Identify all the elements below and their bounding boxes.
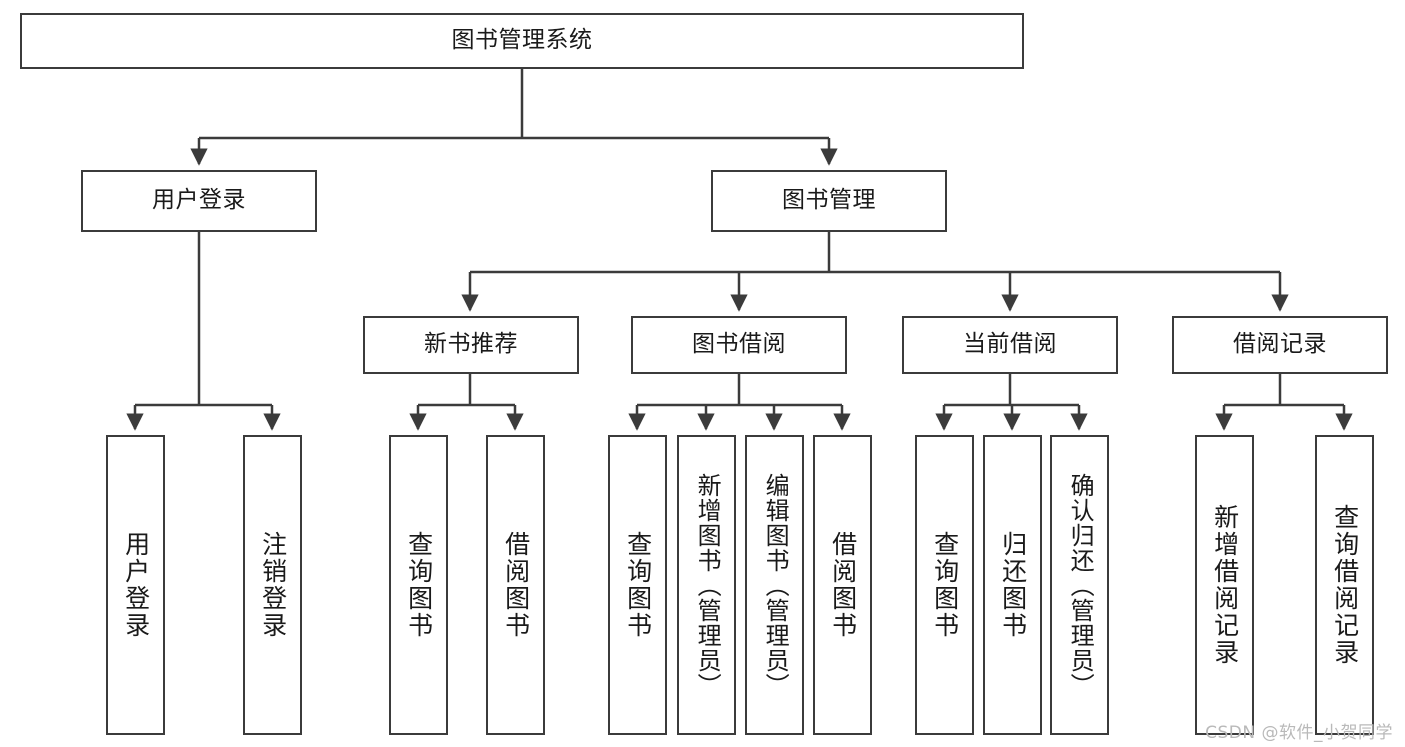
node-book-mgmt[interactable]: 图书管理	[711, 170, 947, 232]
node-root[interactable]: 图书管理系统	[20, 13, 1024, 69]
node-leaf-query-record[interactable]: 查询借阅记录	[1315, 435, 1374, 735]
node-borrow-record[interactable]: 借阅记录	[1172, 316, 1388, 374]
node-leaf-logout-label: 注销登录	[258, 531, 288, 639]
node-leaf-user-login-label: 用户登录	[121, 531, 151, 639]
node-book-borrow-label: 图书借阅	[692, 331, 786, 358]
node-leaf-user-login[interactable]: 用户登录	[106, 435, 165, 735]
node-current-borrow[interactable]: 当前借阅	[902, 316, 1118, 374]
node-leaf-query-record-label: 查询借阅记录	[1330, 504, 1360, 666]
node-leaf-query-book-2-label: 查询图书	[623, 531, 653, 639]
node-user-login[interactable]: 用户登录	[81, 170, 317, 232]
node-leaf-add-record[interactable]: 新增借阅记录	[1195, 435, 1254, 735]
node-book-borrow[interactable]: 图书借阅	[631, 316, 847, 374]
node-leaf-edit-book-label: 编辑图书（管理员）	[761, 472, 790, 698]
node-leaf-add-book-label: 新增图书（管理员）	[693, 472, 722, 698]
node-leaf-return-book-label: 归还图书	[998, 531, 1028, 639]
node-leaf-query-book-1[interactable]: 查询图书	[389, 435, 448, 735]
node-leaf-confirm-return[interactable]: 确认归还（管理员）	[1050, 435, 1109, 735]
node-leaf-query-book-1-label: 查询图书	[404, 531, 434, 639]
node-new-book-rec-label: 新书推荐	[424, 331, 518, 358]
watermark-text: CSDN @软件_小贺同学	[1205, 723, 1393, 743]
node-leaf-add-book[interactable]: 新增图书（管理员）	[677, 435, 736, 735]
node-leaf-return-book[interactable]: 归还图书	[983, 435, 1042, 735]
node-leaf-query-book-2[interactable]: 查询图书	[608, 435, 667, 735]
node-leaf-logout[interactable]: 注销登录	[243, 435, 302, 735]
node-leaf-borrow-book-2-label: 借阅图书	[828, 531, 858, 639]
node-leaf-query-book-3-label: 查询图书	[930, 531, 960, 639]
node-leaf-borrow-book-1[interactable]: 借阅图书	[486, 435, 545, 735]
node-leaf-add-record-label: 新增借阅记录	[1210, 504, 1240, 666]
node-leaf-edit-book[interactable]: 编辑图书（管理员）	[745, 435, 804, 735]
node-borrow-record-label: 借阅记录	[1233, 331, 1327, 358]
node-user-login-label: 用户登录	[152, 187, 246, 214]
node-book-mgmt-label: 图书管理	[782, 187, 876, 214]
node-leaf-borrow-book-1-label: 借阅图书	[501, 531, 531, 639]
node-leaf-confirm-return-label: 确认归还（管理员）	[1066, 472, 1095, 698]
node-leaf-query-book-3[interactable]: 查询图书	[915, 435, 974, 735]
node-root-label: 图书管理系统	[451, 27, 593, 54]
node-leaf-borrow-book-2[interactable]: 借阅图书	[813, 435, 872, 735]
node-new-book-rec[interactable]: 新书推荐	[363, 316, 579, 374]
node-current-borrow-label: 当前借阅	[963, 331, 1057, 358]
